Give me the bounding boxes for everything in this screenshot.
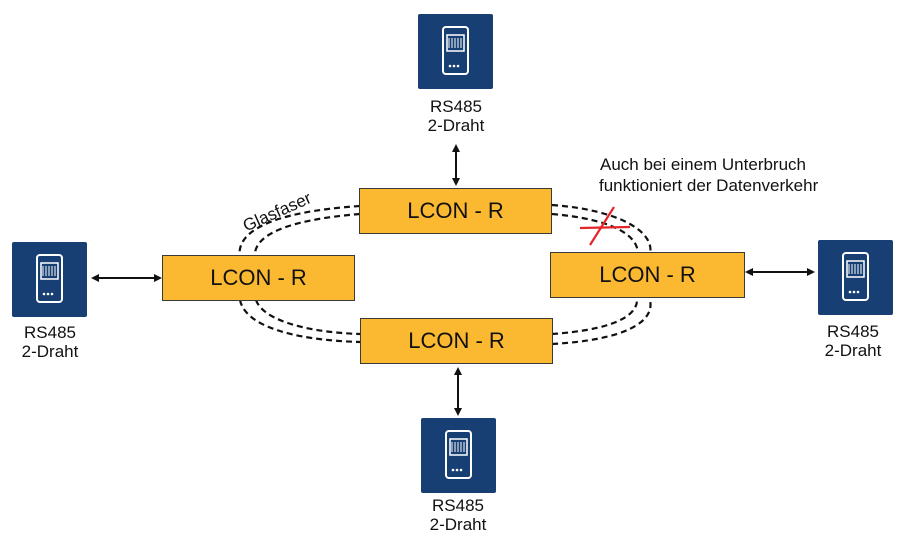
device-type: RS485	[827, 322, 879, 341]
device-wiring: 2-Draht	[824, 341, 882, 360]
break-note-line2: funktioniert der Datenverkehr	[599, 176, 819, 195]
device-type: RS485	[432, 496, 484, 515]
fiber-ring	[238, 203, 652, 346]
device-right-label: RS485 2-Draht	[797, 322, 909, 360]
device-wiring: 2-Draht	[429, 515, 487, 534]
device-bottom-icon	[421, 418, 496, 493]
break-note-line1: Auch bei einem Unterbruch	[600, 155, 807, 174]
lcon-node-left: LCON - R	[162, 255, 355, 301]
device-wiring: 2-Draht	[21, 342, 79, 361]
device-top-label: RS485 2-Draht	[400, 97, 512, 135]
device-left-icon	[12, 242, 87, 317]
device-wiring: 2-Draht	[427, 116, 485, 135]
lcon-node-bottom: LCON - R	[360, 318, 553, 364]
device-right-icon	[818, 240, 893, 315]
rs485-device-icon	[842, 252, 869, 301]
rs485-device-icon	[442, 26, 469, 75]
lcon-node-right: LCON - R	[550, 252, 745, 298]
break-note: Auch bei einem Unterbruch funktioniert d…	[599, 154, 818, 196]
device-links	[91, 144, 815, 416]
device-type: RS485	[24, 323, 76, 342]
lcon-node-top: LCON - R	[359, 188, 552, 234]
rs485-device-icon	[36, 254, 63, 303]
break-mark-icon	[579, 206, 631, 246]
rs485-device-icon	[445, 430, 472, 479]
device-left-label: RS485 2-Draht	[0, 323, 106, 361]
device-top-icon	[418, 14, 493, 89]
device-type: RS485	[430, 97, 482, 116]
device-bottom-label: RS485 2-Draht	[402, 496, 514, 534]
